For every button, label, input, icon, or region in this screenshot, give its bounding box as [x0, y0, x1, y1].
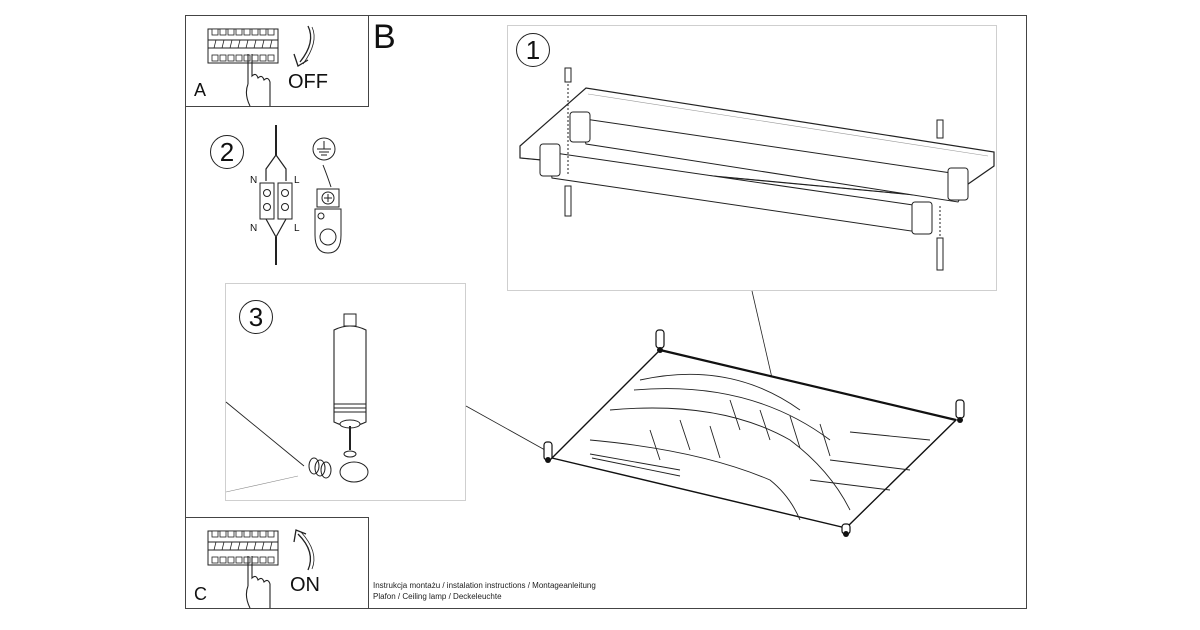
live-label-top: L: [294, 175, 300, 186]
breaker-panel-icon: [207, 530, 279, 566]
terminal-block-icon: N L N L: [250, 125, 300, 265]
breaker-panel-icon: [207, 28, 279, 64]
step-3-badge: 3: [239, 300, 273, 334]
hand-icon: [245, 556, 271, 609]
panel-c-power-on: ON C: [185, 517, 369, 609]
step-1-panel: 1: [507, 25, 997, 291]
live-label-bottom: L: [294, 223, 300, 234]
ceiling-lamp-canopy-illustration: [543, 329, 965, 537]
neutral-label-bottom: N: [250, 223, 257, 234]
step-1-badge: 1: [516, 33, 550, 67]
arrow-down-icon: [293, 25, 315, 67]
instruction-sheet-frame: [185, 15, 1027, 609]
hand-icon: [245, 54, 271, 107]
section-label-c: C: [194, 584, 207, 604]
power-off-label: OFF: [288, 71, 328, 93]
section-label-b: B: [373, 18, 396, 56]
document-caption: Instrukcja montażu / instalation instruc…: [373, 580, 596, 602]
section-label-a: A: [194, 80, 207, 100]
caption-line-2: Plafon / Ceiling lamp / Deckeleuchte: [373, 592, 502, 601]
bulb-and-spring-illustration: [225, 313, 369, 493]
ground-symbol-icon: [312, 137, 336, 161]
step-2-badge: 2: [210, 135, 244, 169]
neutral-label-top: N: [250, 175, 257, 186]
power-on-label: ON: [290, 574, 320, 596]
arrow-up-icon: [293, 529, 315, 571]
base-plate-with-bulbs-illustration: [519, 67, 995, 271]
ground-lug-icon: [314, 164, 342, 254]
caption-line-1: Instrukcja montażu / instalation instruc…: [373, 581, 596, 590]
screw-icon: [564, 67, 944, 271]
step-3-panel: 3: [225, 283, 466, 501]
panel-a-power-off: OFF A: [185, 15, 369, 107]
